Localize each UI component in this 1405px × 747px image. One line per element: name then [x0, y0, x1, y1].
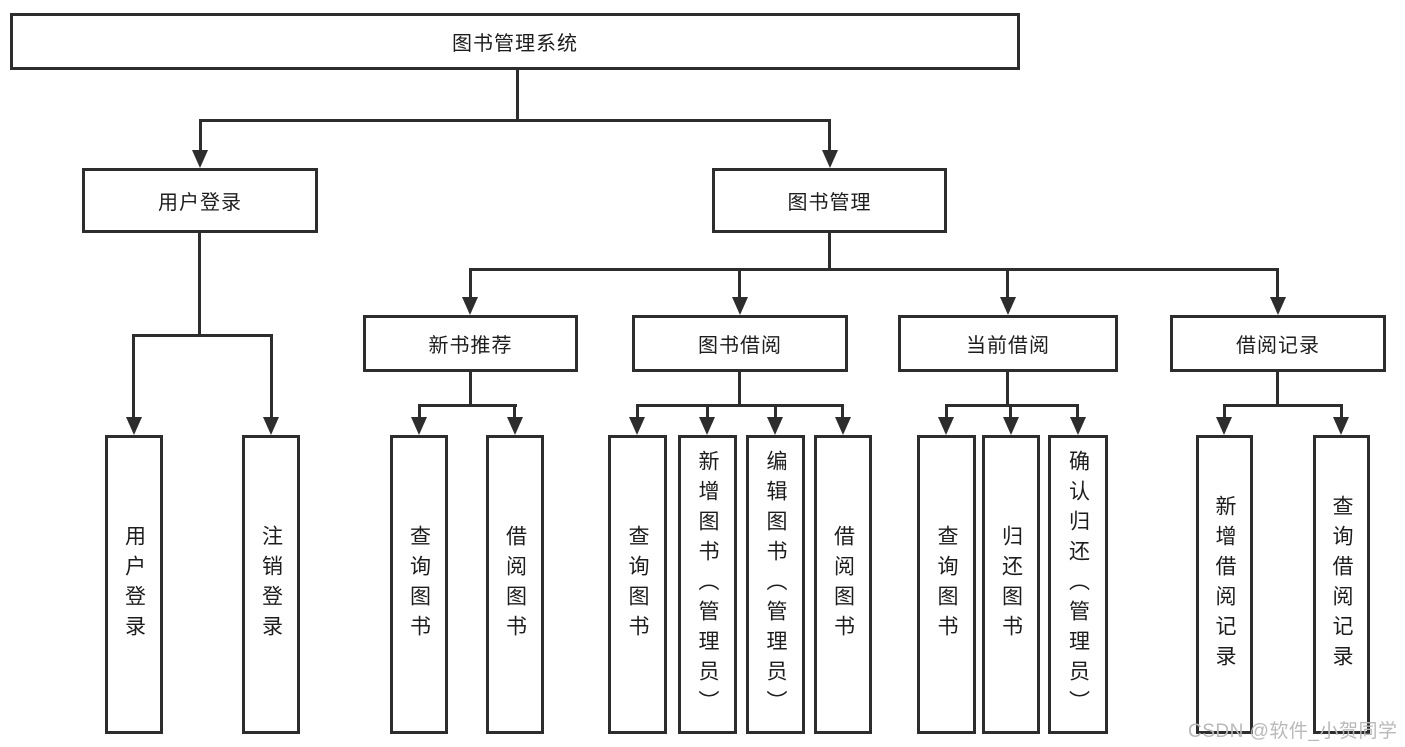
leaf-borrow-books-recommend-label: 借阅图书 — [503, 524, 527, 645]
arrow-down-icon — [1070, 417, 1086, 435]
connector-root-stem — [516, 70, 519, 122]
csdn-watermark: CSDN @软件_小贺同学 — [1188, 721, 1398, 742]
connector-leaf-stem — [132, 334, 135, 419]
node-book-borrow-label: 图书借阅 — [698, 335, 782, 357]
leaf-query-borrow-record: 查询借阅记录 — [1313, 435, 1370, 734]
connector-leaf-stem — [774, 404, 777, 419]
leaf-borrow-books-label: 借阅图书 — [831, 524, 855, 645]
connector-current-borrow-hbar — [945, 404, 1079, 407]
arrow-down-icon — [1333, 417, 1349, 435]
connector-root-hbar — [199, 119, 831, 122]
connector-book-mgmt-hbar — [469, 268, 1279, 271]
connector-user-login-stem — [199, 119, 202, 152]
leaf-query-books-current-label: 查询图书 — [935, 524, 958, 645]
arrow-down-icon — [1216, 417, 1232, 435]
leaf-add-books-admin-label: 新增图书（管理员） — [696, 449, 719, 720]
connector-new-book-down — [469, 371, 472, 407]
connector-leaf-stem — [1340, 404, 1343, 419]
connector-branch-stem — [738, 268, 741, 299]
arrow-down-icon — [767, 417, 783, 435]
connector-new-book-hbar — [418, 404, 517, 407]
leaf-confirm-return-admin: 确认归还（管理员） — [1048, 435, 1108, 734]
arrow-down-icon — [629, 417, 645, 435]
arrow-down-icon — [411, 417, 427, 435]
arrow-down-icon — [192, 150, 208, 168]
connector-leaf-stem — [706, 404, 709, 419]
leaf-logout: 注销登录 — [242, 435, 300, 734]
node-root-label: 图书管理系统 — [452, 33, 578, 55]
node-borrow-records-label: 借阅记录 — [1236, 335, 1320, 357]
arrow-down-icon — [1000, 297, 1016, 315]
leaf-logout-label: 注销登录 — [259, 524, 283, 645]
arrow-down-icon — [822, 150, 838, 168]
leaf-query-books-borrow: 查询图书 — [608, 435, 667, 734]
arrow-down-icon — [835, 417, 851, 435]
arrow-down-icon — [507, 417, 523, 435]
connector-branch-stem — [1276, 268, 1279, 299]
node-new-book-recommend-label: 新书推荐 — [428, 335, 513, 357]
connector-leaf-stem — [945, 404, 948, 419]
connector-leaf-stem — [636, 404, 639, 419]
leaf-edit-books-admin: 编辑图书（管理员） — [746, 435, 805, 734]
node-user-login: 用户登录 — [82, 168, 318, 233]
connector-borrow-records-down — [1276, 371, 1279, 407]
leaf-return-books-label: 归还图书 — [999, 524, 1023, 645]
leaf-borrow-books-recommend: 借阅图书 — [486, 435, 544, 734]
connector-leaf-stem — [841, 404, 844, 419]
arrow-down-icon — [732, 297, 748, 315]
node-new-book-recommend: 新书推荐 — [363, 315, 578, 372]
connector-leaf-stem — [1009, 404, 1012, 419]
leaf-return-books: 归还图书 — [982, 435, 1040, 734]
node-borrow-records: 借阅记录 — [1170, 315, 1386, 372]
arrow-down-icon — [938, 417, 954, 435]
leaf-confirm-return-admin-label: 确认归还（管理员） — [1066, 449, 1090, 720]
arrow-down-icon — [1003, 417, 1019, 435]
arrow-down-icon — [126, 417, 142, 435]
connector-leaf-stem — [1076, 404, 1079, 419]
connector-book-mgmt-down — [828, 232, 831, 270]
node-book-management: 图书管理 — [712, 168, 947, 233]
connector-borrow-records-hbar — [1223, 404, 1342, 407]
leaf-add-books-admin: 新增图书（管理员） — [678, 435, 737, 734]
connector-user-login-hbar — [133, 334, 273, 337]
connector-leaf-stem — [1223, 404, 1226, 419]
arrow-down-icon — [1270, 297, 1286, 315]
connector-leaf-stem — [270, 334, 273, 419]
node-book-borrow: 图书借阅 — [632, 315, 848, 372]
connector-leaf-stem — [418, 404, 421, 419]
node-current-borrow: 当前借阅 — [898, 315, 1118, 372]
leaf-query-books-borrow-label: 查询图书 — [626, 524, 649, 645]
leaf-add-borrow-record-label: 新增借阅记录 — [1213, 494, 1236, 675]
leaf-query-books-current: 查询图书 — [917, 435, 976, 734]
leaf-edit-books-admin-label: 编辑图书（管理员） — [764, 449, 787, 720]
connector-current-borrow-down — [1006, 371, 1009, 407]
node-current-borrow-label: 当前借阅 — [966, 335, 1050, 357]
node-root: 图书管理系统 — [10, 13, 1020, 70]
node-book-management-label: 图书管理 — [787, 192, 872, 214]
connector-book-mgmt-stem — [828, 119, 831, 152]
arrow-down-icon — [263, 417, 279, 435]
leaf-user-login: 用户登录 — [105, 435, 163, 734]
leaf-borrow-books: 借阅图书 — [814, 435, 872, 734]
arrow-down-icon — [462, 297, 478, 315]
connector-book-borrow-hbar — [636, 404, 844, 407]
arrow-down-icon — [699, 417, 715, 435]
leaf-add-borrow-record: 新增借阅记录 — [1196, 435, 1253, 734]
connector-leaf-stem — [513, 404, 516, 419]
connector-book-borrow-down — [738, 371, 741, 407]
connector-branch-stem — [469, 268, 472, 299]
connector-branch-stem — [1006, 268, 1009, 299]
connector-user-login-down — [198, 232, 201, 337]
leaf-user-login-label: 用户登录 — [122, 524, 146, 645]
node-user-login-label: 用户登录 — [158, 192, 242, 214]
leaf-query-books-recommend: 查询图书 — [390, 435, 448, 734]
leaf-query-books-recommend-label: 查询图书 — [407, 524, 431, 645]
leaf-query-borrow-record-label: 查询借阅记录 — [1330, 494, 1353, 675]
